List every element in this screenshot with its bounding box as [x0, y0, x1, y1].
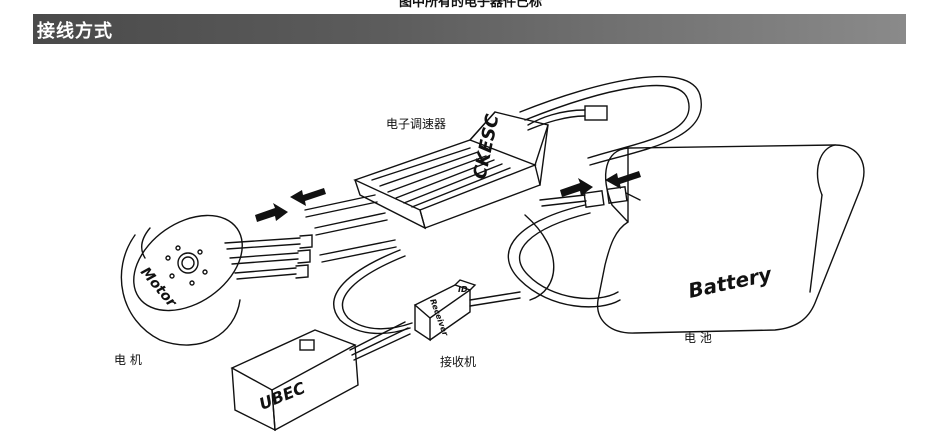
receiver [413, 279, 521, 342]
label-esc: 电子调速器 [386, 117, 446, 131]
ubec-text: UBEC [256, 378, 308, 414]
motor [120, 214, 243, 346]
battery-text: Battery [686, 262, 774, 303]
signal-wire-loop [333, 214, 555, 335]
receiver-tag: ID [458, 285, 468, 294]
battery [596, 144, 865, 334]
motor-wires [224, 234, 313, 280]
esc-signal-lead [527, 105, 608, 131]
connection-arrows [255, 171, 641, 222]
power-wire-loop [507, 75, 703, 308]
top-caption: 图中所有的电子器件已标 [398, 0, 542, 10]
motor-text: Motor [137, 264, 180, 311]
battery-connectors [539, 186, 641, 208]
ubec [230, 321, 411, 432]
esc-text: CKESC [469, 112, 503, 181]
label-motor: 电 机 [114, 353, 142, 367]
section-title: 接线方式 [37, 21, 113, 42]
esc-unit [353, 111, 549, 230]
esc-motor-wires [304, 194, 397, 263]
section-header-bar: 接线方式 [33, 14, 906, 44]
label-receiver: 接收机 [440, 354, 476, 369]
label-battery: 电 池 [684, 331, 712, 345]
